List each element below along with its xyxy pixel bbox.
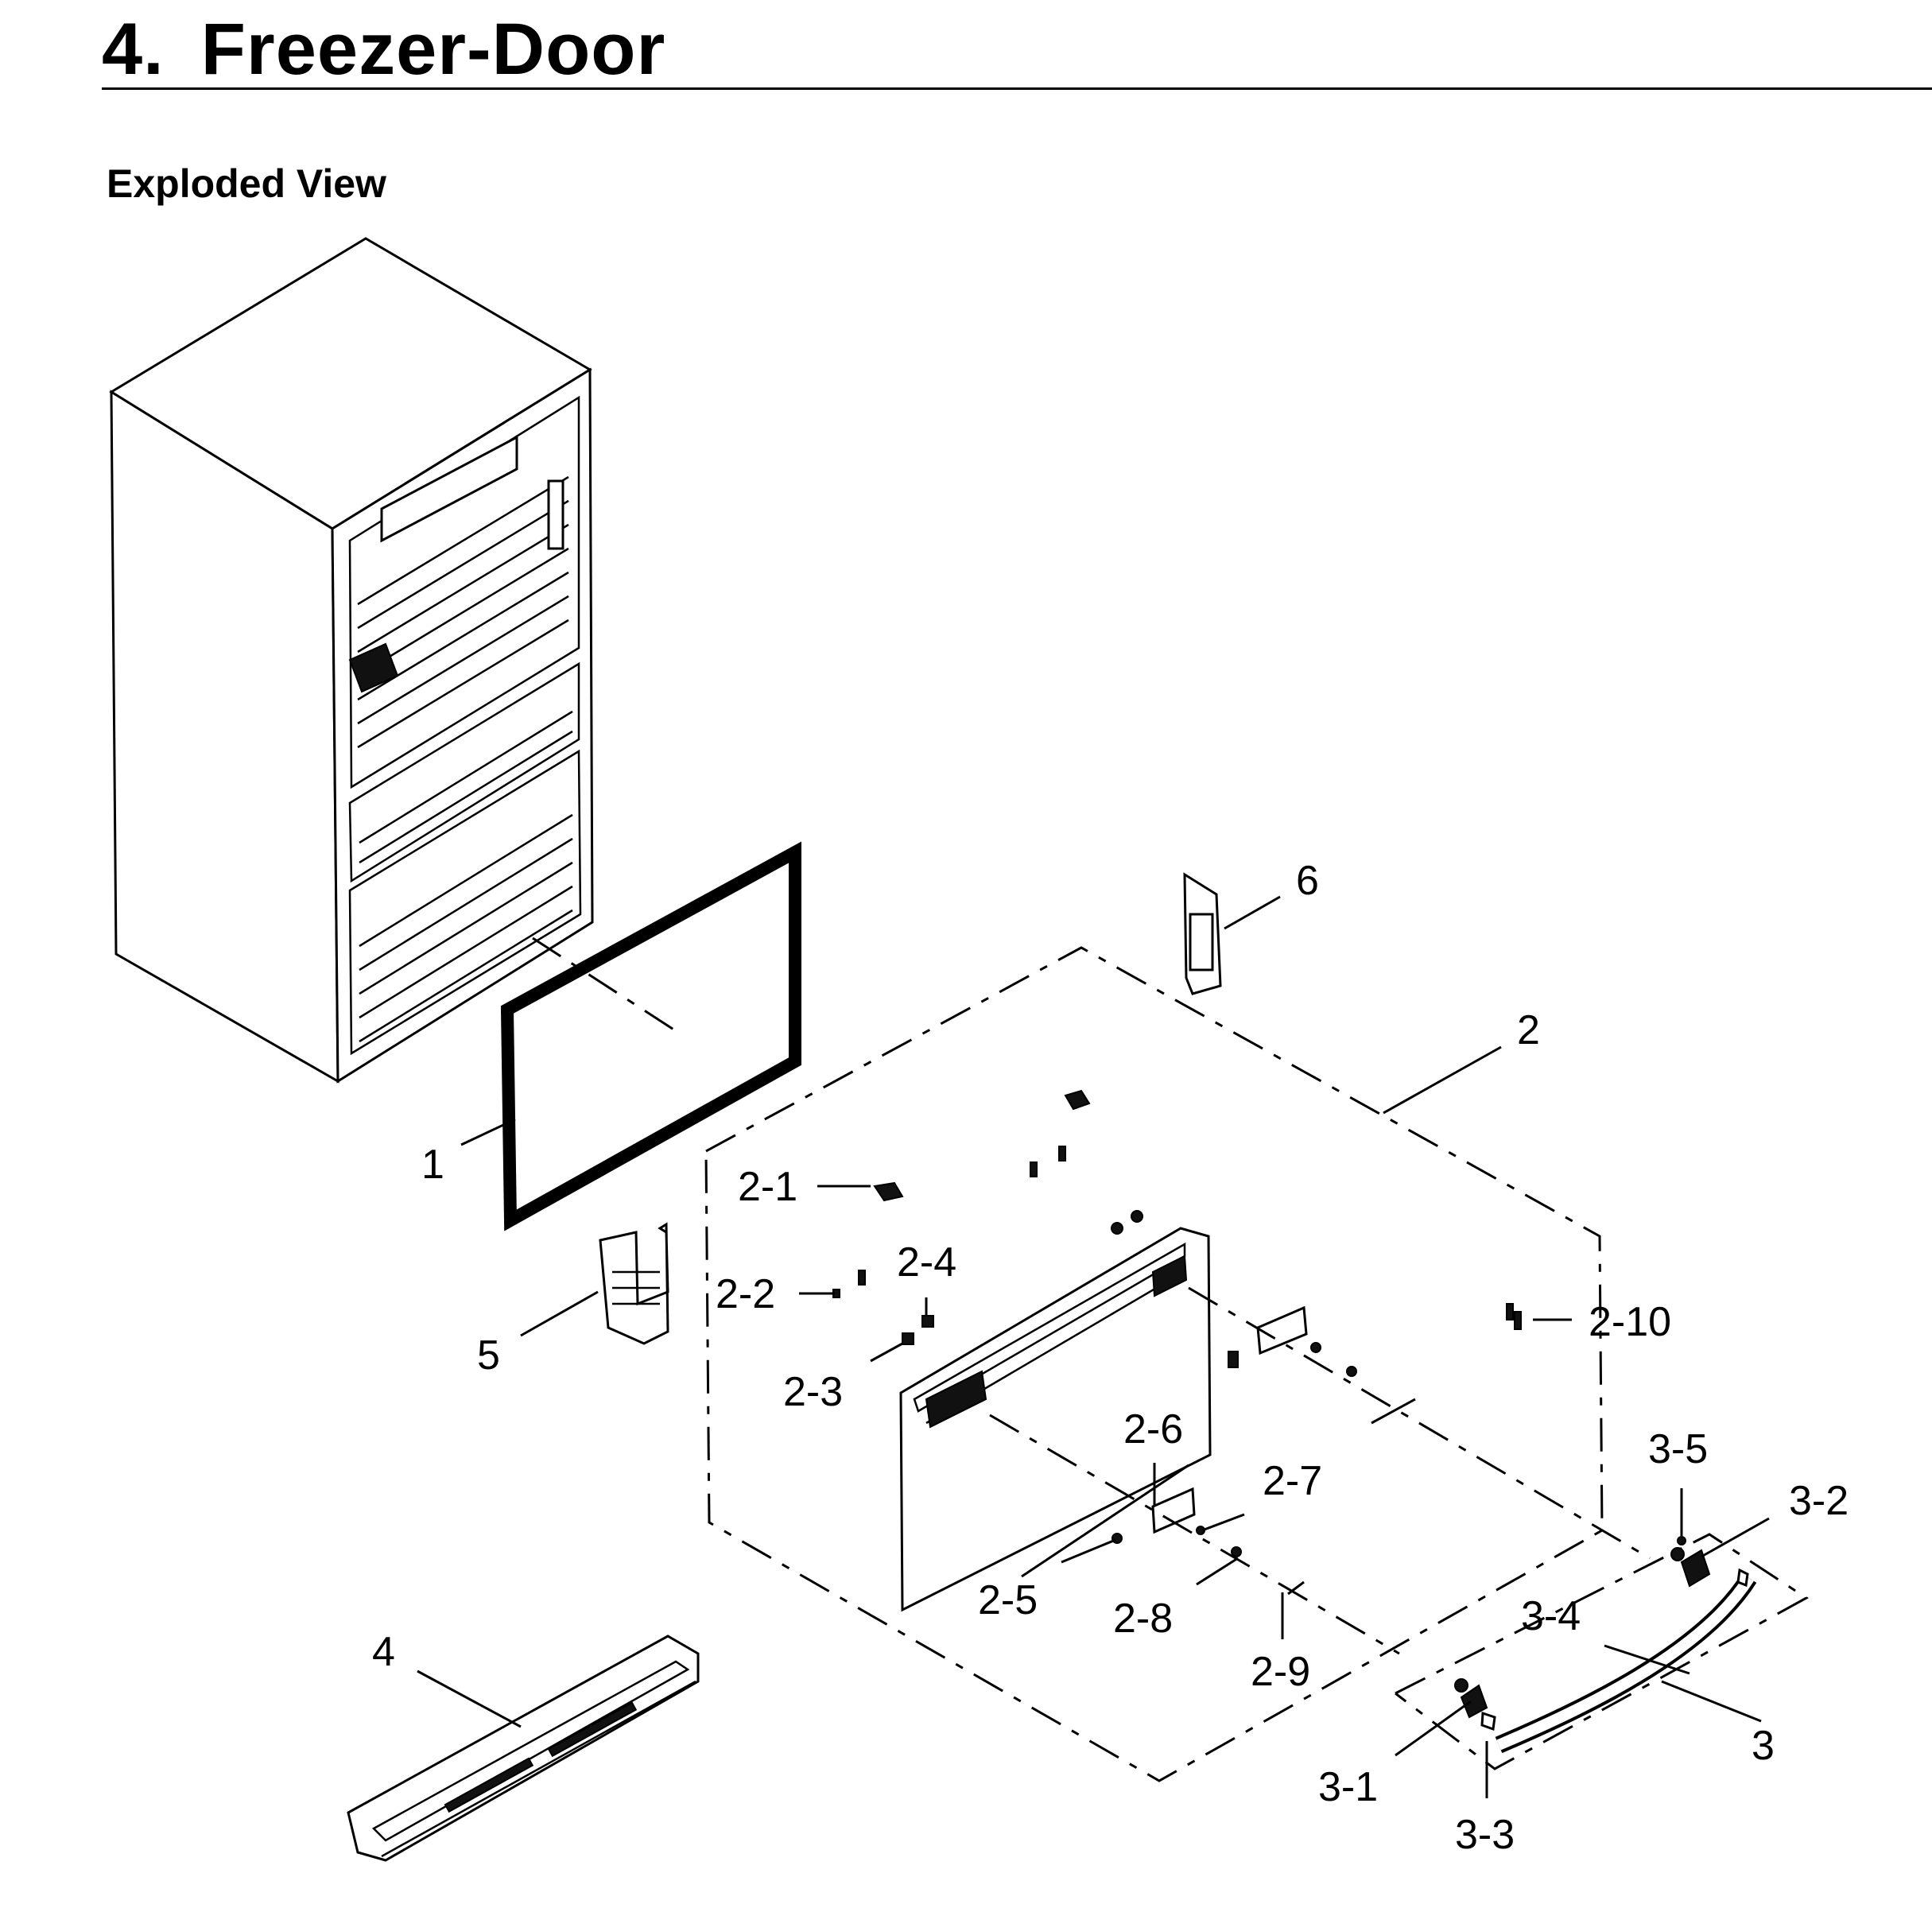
callout-1: 1 [421, 1142, 444, 1188]
callout-2-5: 2-5 [978, 1577, 1038, 1623]
leader-lines [417, 895, 1770, 1798]
callout-4: 4 [372, 1629, 395, 1675]
door-assembly-part-2 [704, 946, 1651, 1782]
callout-2-2: 2-2 [716, 1271, 775, 1317]
callout-5: 5 [477, 1332, 500, 1379]
callout-3-3: 3-3 [1455, 1812, 1515, 1858]
callout-2-3: 2-3 [783, 1369, 843, 1415]
callout-2-7: 2-7 [1263, 1458, 1322, 1504]
callout-2: 2 [1517, 1007, 1540, 1053]
callout-2-1: 2-1 [738, 1164, 797, 1210]
callout-3-2: 3-2 [1789, 1478, 1849, 1524]
view-subtitle: Exploded View [107, 161, 386, 206]
hinge-part-5 [599, 1222, 669, 1345]
hinge-part-6 [1183, 872, 1222, 995]
door-hardware [832, 1089, 1522, 1557]
handle-assembly-part-3 [1395, 1533, 1809, 1770]
callout-2-6: 2-6 [1123, 1406, 1183, 1452]
bin-part-4 [347, 1635, 700, 1862]
callout-2-10: 2-10 [1589, 1299, 1671, 1345]
callout-3-5: 3-5 [1648, 1426, 1708, 1472]
page-title: 4. Freezer-Door [102, 8, 665, 91]
refrigerator-cabinet [109, 237, 594, 1084]
section-number: 4. [102, 9, 165, 90]
callout-2-8: 2-8 [1113, 1596, 1173, 1642]
title-rule [102, 87, 1932, 90]
gasket-part-1 [500, 841, 801, 1231]
callout-2-9: 2-9 [1251, 1649, 1310, 1695]
callout-3-1: 3-1 [1318, 1764, 1378, 1810]
callout-3: 3 [1752, 1723, 1775, 1769]
callout-3-4: 3-4 [1521, 1593, 1581, 1639]
callout-2-4: 2-4 [897, 1239, 956, 1286]
callout-6: 6 [1296, 858, 1319, 904]
section-title: Freezer-Door [200, 9, 666, 90]
